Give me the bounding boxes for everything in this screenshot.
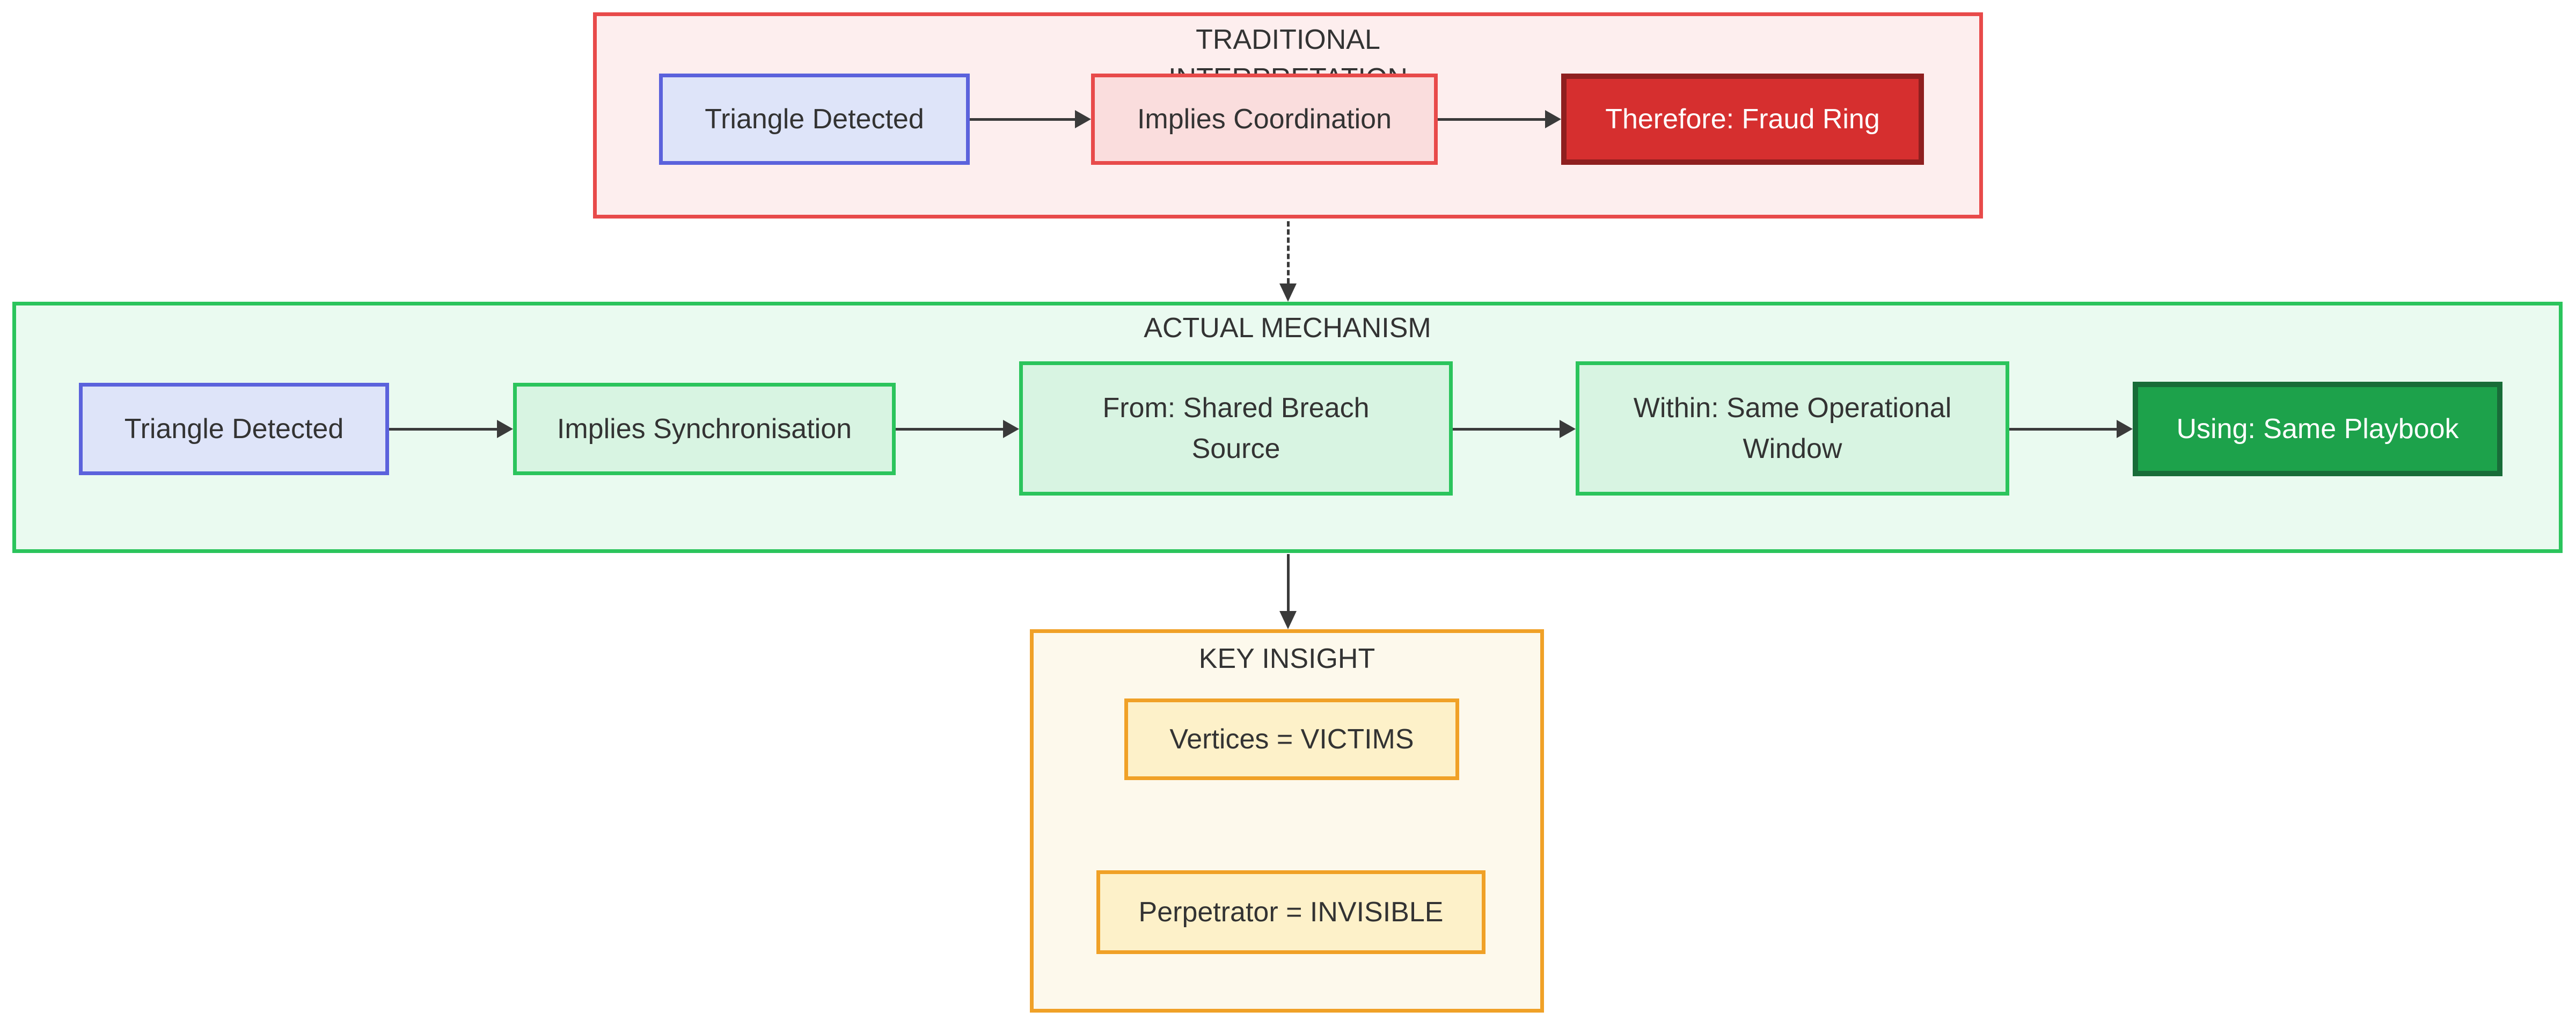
node-label: Therefore: Fraud Ring: [1605, 104, 1880, 135]
node-shared-breach-source: From: Shared Breach Source: [1019, 361, 1453, 496]
node-label: Implies Synchronisation: [557, 413, 852, 445]
node-label: Triangle Detected: [124, 413, 344, 445]
node-label: Implies Coordination: [1137, 104, 1392, 135]
node-label: Using: Same Playbook: [2176, 413, 2459, 445]
node-label: Triangle Detected: [705, 104, 924, 135]
section-key-insight: KEY INSIGHT Vertices = VICTIMS Perpetrat…: [1030, 629, 1544, 1013]
connector-arrow: [1438, 110, 1561, 128]
connector-arrow: [1453, 420, 1576, 438]
section-actual-mechanism: ACTUAL MECHANISM Triangle Detected Impli…: [12, 302, 2563, 553]
connector-arrow: [896, 420, 1019, 438]
arrow-right-icon: [1075, 110, 1091, 128]
connector-arrow: [389, 420, 513, 438]
arrow-right-icon: [2117, 420, 2133, 438]
node-label: Perpetrator = INVISIBLE: [1138, 897, 1444, 928]
arrow-line: [2009, 428, 2119, 431]
arrow-line: [1438, 118, 1547, 121]
node-implies-coordination: Implies Coordination: [1091, 74, 1438, 165]
node-vertices-victims: Vertices = VICTIMS: [1124, 698, 1459, 780]
section-title-actual-mechanism: ACTUAL MECHANISM: [1144, 312, 1431, 344]
node-implies-synchronisation: Implies Synchronisation: [513, 383, 896, 475]
node-triangle-detected-traditional: Triangle Detected: [659, 74, 970, 165]
node-label: From: Shared Breach Source: [1102, 392, 1370, 464]
connector-arrow-dashed: [1279, 221, 1297, 302]
arrow-right-icon: [1545, 110, 1561, 128]
node-therefore-fraud-ring: Therefore: Fraud Ring: [1561, 74, 1924, 165]
node-same-operational-window: Within: Same Operational Window: [1576, 361, 2009, 496]
connector-arrow: [970, 110, 1091, 128]
node-label: Vertices = VICTIMS: [1169, 724, 1414, 755]
arrow-line: [1453, 428, 1562, 431]
connector-arrow: [2009, 420, 2133, 438]
arrow-down-icon: [1279, 283, 1297, 302]
arrow-line: [1286, 554, 1290, 611]
section-traditional-interpretation: TRADITIONAL INTERPRETATION Triangle Dete…: [593, 12, 1983, 219]
node-using-same-playbook: Using: Same Playbook: [2133, 382, 2502, 476]
arrow-down-icon: [1279, 611, 1297, 629]
node-triangle-detected-actual: Triangle Detected: [79, 383, 389, 475]
arrow-line: [970, 118, 1077, 121]
arrow-line: [896, 428, 1005, 431]
connector-arrow-solid: [1279, 554, 1297, 629]
section-title-key-insight: KEY INSIGHT: [1198, 643, 1375, 674]
arrow-line: [389, 428, 499, 431]
arrow-right-icon: [497, 420, 513, 438]
arrow-line: [1286, 221, 1290, 283]
node-label: Within: Same Operational Window: [1633, 392, 1952, 464]
arrow-right-icon: [1560, 420, 1576, 438]
arrow-right-icon: [1003, 420, 1019, 438]
node-perpetrator-invisible: Perpetrator = INVISIBLE: [1096, 870, 1485, 954]
